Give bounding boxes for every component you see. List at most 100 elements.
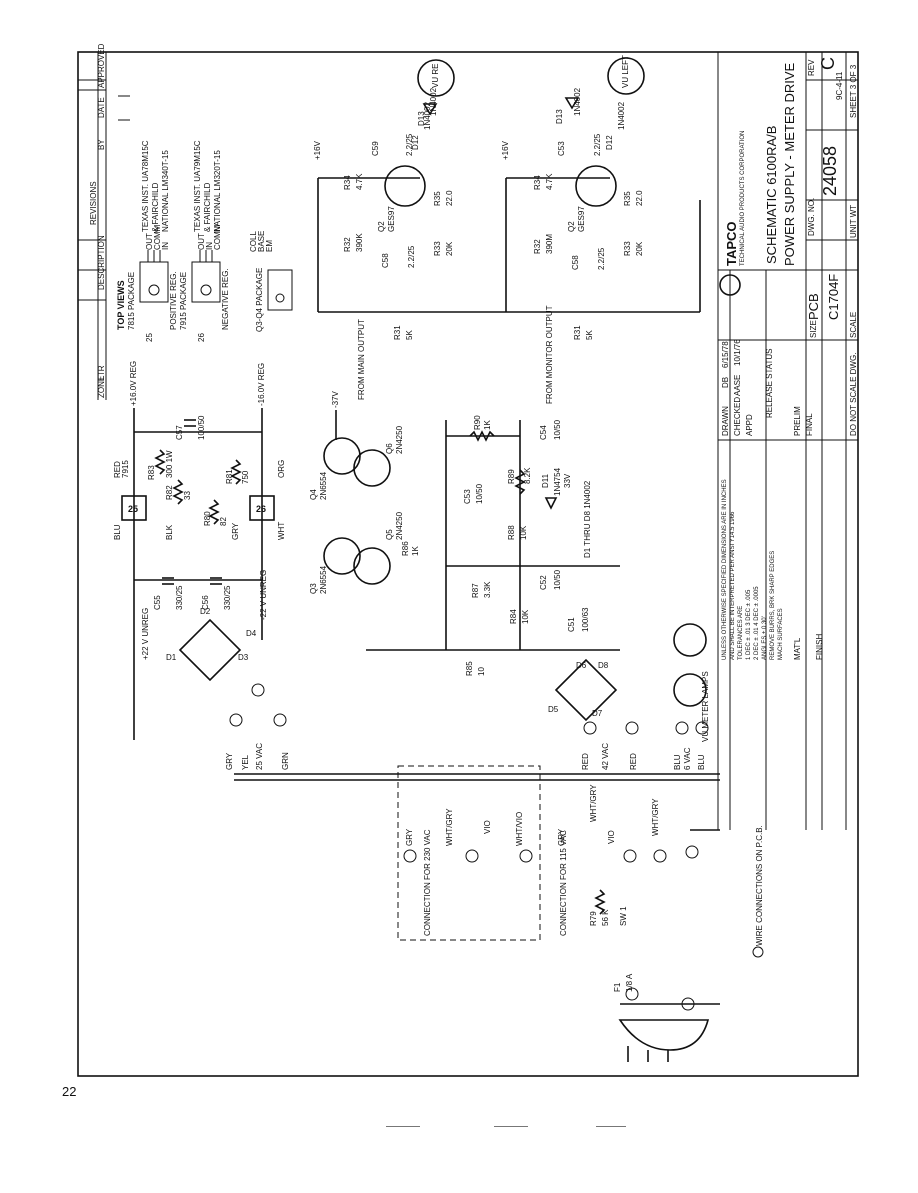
pin-comm-pos: COMM [153,224,162,250]
transistor-q2-left [575,165,617,207]
pin-out-neg: OUT [197,233,206,250]
mr-c59-label: C59 [371,141,380,156]
wire-blu: BLU [113,524,122,540]
revisions-block: REVISIONS ZONE LTR DESCRIPTION BY DATE A… [78,43,130,400]
wire-wht: WHT [277,522,286,540]
r84-value: 10K [521,609,530,624]
q4-label: Q4 [309,489,318,500]
r89-value: 8.2K [523,467,532,484]
vac-25-label: 25 VAC [255,743,264,770]
wire-red: RED [113,461,122,478]
c53-value: 10/50 [475,483,484,504]
wire-yel: YEL [241,754,250,770]
wire-gry: GRY [231,522,240,540]
r84-label: R84 [509,609,518,624]
drawn-label: DRAWN [721,406,730,436]
f1-label: F1 [613,982,622,992]
c55-value: 330/25 [175,585,184,610]
release-status: RELEASE STATUS [765,349,774,419]
ml-r35-value: 22.0 [635,190,644,206]
drawn-value: DB [721,377,730,388]
pkg-q-label: Q3-Q4 PACKAGE [255,268,264,332]
tol-line-2: AND SHALL BE INTERPRETED PER ANSI Y14.5 … [730,511,736,660]
mr-d12-value: 1N4002 [423,101,432,130]
meter-drive-right: +16V Q2 GES97 R34 4.7K R32 390K R35 22.0… [313,59,506,400]
transistor-q4 [323,437,361,475]
mains-gry-2: GRY [557,828,566,846]
r81-resistor [230,459,242,485]
mr-d13-label: D13 [417,111,426,126]
ml-r33-label: R33 [623,241,632,256]
mr-c59-value: 2.2/25 [405,133,414,156]
national-1: NATIONAL LM340T-15 [161,150,170,232]
transistor-q2-right [384,165,426,207]
ml-r34-value: 4.7K [545,173,554,190]
d4-label: D4 [246,629,257,638]
d1-label: D1 [166,653,177,662]
c52-value: 10/50 [553,569,562,590]
ml-q2-value: GES97 [577,206,586,232]
q6-label: Q6 [385,443,394,454]
d11-zener [544,497,558,510]
matl-label: MAT'L [793,637,802,660]
pin-in-neg: IN [205,242,214,250]
q3-label: Q3 [309,583,318,594]
mr-r31-label: R31 [393,325,402,340]
sheet-border [77,51,859,1077]
rev-col-ltr: LTR [97,365,106,380]
schematic-title: SCHEMATIC 6100RA/B [764,126,779,264]
d8-label: D8 [598,661,609,670]
ml-r32-label: R32 [533,239,542,254]
mr-d13-value: 1N4002 [429,87,438,116]
regulator-25 [121,495,147,521]
ml-r33-value: 20K [635,241,644,256]
r90-resistor [469,430,495,442]
pin-in-pos: IN [161,242,170,250]
terminal-12 [583,721,597,735]
c56-label: C56 [201,595,210,610]
mr-r35-label: R35 [433,191,442,206]
mains-vio-1: VIO [483,820,492,834]
appd-label: APPD [745,414,754,436]
ml-r34-label: R34 [533,175,542,190]
pin-comm-neg: COMM [213,224,222,250]
mains-gry-1: GRY [405,828,414,846]
c55-label: C55 [153,595,162,610]
finish-label: FINISH [815,634,824,660]
mr-q2-value: GES97 [387,206,396,232]
mr-c58-label: C58 [381,253,390,268]
r79-value: 56 K [601,909,610,926]
ml-r31-value: 5K [585,330,594,340]
r80-value: 82 [219,517,228,526]
d3-label: D3 [238,653,249,662]
wire-org: ORG [277,460,286,478]
sheet-label: SHEET 3 OF 3 [849,64,858,118]
r82-value: 33 [183,491,192,500]
ml-c58-value: 2.2/25 [597,247,606,270]
national-2: NATIONAL LM320T-15 [213,150,222,232]
r90-value: 1K [483,420,492,430]
transistor-q3 [323,537,361,575]
tol-line-3: TOLERANCES ARE [738,606,744,660]
mr-r32-label: R32 [343,237,352,252]
tol-line-8: MACH SURFACES [778,608,784,660]
r83-value: 300 1W [165,450,174,478]
230vac-box [397,765,541,941]
wire-gry-2: GRY [225,752,234,770]
terminal-5 [229,713,243,727]
c57-value: 100/50 [197,415,206,440]
mains-wht-gry-2: WHT/GRY [589,784,598,822]
r80-resistor [208,499,220,525]
ml-supply: +16V [501,140,510,160]
d6-label: D6 [576,661,587,670]
v16-pos-label: +16.0V REG [129,361,138,406]
vu-meter-left [607,57,645,95]
regulator-7915-outline [191,261,221,303]
reg-26-label: 26 [256,504,266,514]
vu-meter-right [417,59,455,97]
d2-label: D2 [200,607,211,616]
top-views-title: TOP VIEWS [116,280,126,330]
texas-inst-1: TEXAS INST. UA78M15C [141,140,150,232]
